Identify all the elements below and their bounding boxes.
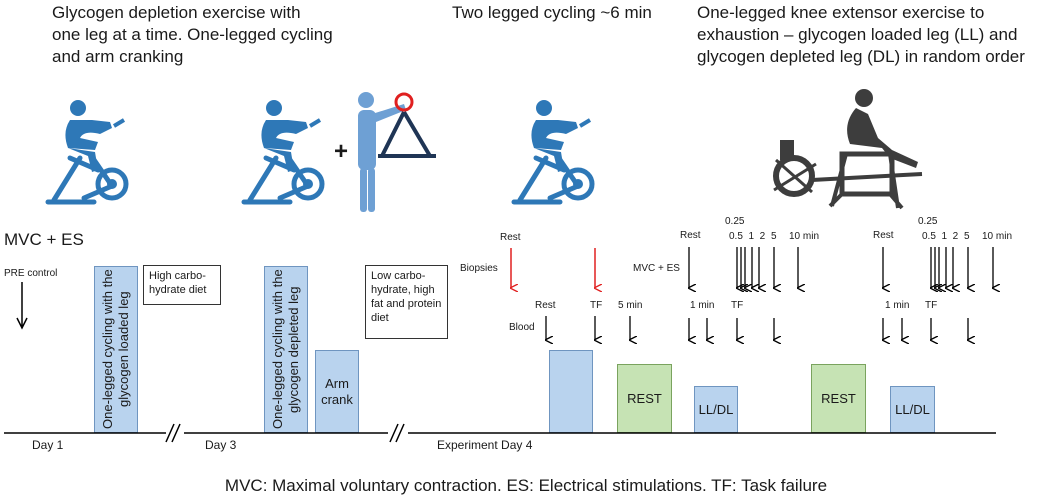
mvc-es-label: MVC + ES <box>4 230 84 249</box>
g2-rest-label: Rest <box>873 230 894 241</box>
g1-rest-label: Rest <box>680 230 701 241</box>
header-left-line-3: and arm cranking <box>52 47 184 66</box>
day1-label: Day 1 <box>32 438 64 452</box>
five-min-label: 5 min <box>618 300 643 311</box>
g1-t5-label: 5 <box>771 231 777 242</box>
diet-high-box: High carbo-hydrate diet <box>143 265 221 305</box>
arm-crank-box: Arm crank <box>315 350 359 433</box>
cyclist-icon <box>45 100 129 205</box>
day4-label: Experiment Day 4 <box>437 438 533 452</box>
pre-control-label: PRE control <box>4 268 58 279</box>
header-right: One-legged knee extensor exercise to exh… <box>697 2 1052 68</box>
g2-t10-label: 10 min <box>982 231 1013 242</box>
cyclist-icon <box>241 100 325 205</box>
g1-tf-label: TF <box>731 300 744 311</box>
blood-rest-label: Rest <box>535 300 556 311</box>
header-left: Glycogen depletion exercise with one leg… <box>52 2 382 68</box>
rest-box-1: REST <box>617 364 672 433</box>
biopsies-label: Biopsies <box>460 263 498 274</box>
g2-t05-1-2-label: 0.5 1 2 <box>922 231 959 242</box>
header-left-line-1: Glycogen depletion exercise with <box>52 3 301 22</box>
g2-one-min-label: 1 min <box>885 300 910 311</box>
diet-low-box: Low carbo-hydrate, high fat and protein … <box>365 265 448 339</box>
header-right-line-3: glycogen depleted leg (DL) in random ord… <box>697 47 1025 66</box>
g1-t05-1-2-label: 0.5 1 2 <box>729 231 766 242</box>
g2-t5-label: 5 <box>964 231 970 242</box>
g1-t10-label: 10 min <box>789 231 820 242</box>
plus-icon: + <box>334 138 349 165</box>
g1-t025-label: 0.25 <box>725 216 745 227</box>
exp-rest-top: Rest <box>500 232 521 243</box>
day3-label: Day 3 <box>205 438 237 452</box>
pre-control-arrow <box>16 282 28 330</box>
header-right-line-2: exhaustion – glycogen loaded leg (LL) an… <box>697 25 1018 44</box>
timeline-break-2 <box>389 423 405 443</box>
header-right-line-1: One-legged knee extensor exercise to <box>697 3 985 22</box>
exp-mvc-es-label: MVC + ES <box>633 263 680 274</box>
g2-tf-label: TF <box>925 300 938 311</box>
g1-one-min-label: 1 min <box>690 300 715 311</box>
blood-label: Blood <box>509 322 535 333</box>
cyclist-icon <box>511 100 595 205</box>
arm-crank-icon <box>358 92 436 212</box>
footer-legend: MVC: Maximal voluntary contraction. ES: … <box>224 476 828 495</box>
lldl-box-1: LL/DL <box>694 386 738 433</box>
g2-t025-label: 0.25 <box>918 216 938 227</box>
knee-extensor-machine-icon <box>773 89 923 210</box>
blood-tf-label: TF <box>590 300 603 311</box>
header-middle: Two legged cycling ~6 min <box>452 3 652 22</box>
timeline-break-1 <box>165 423 181 443</box>
header-left-line-2: one leg at a time. One-legged cycling <box>52 25 333 44</box>
two-leg-cycling-box <box>549 350 593 433</box>
